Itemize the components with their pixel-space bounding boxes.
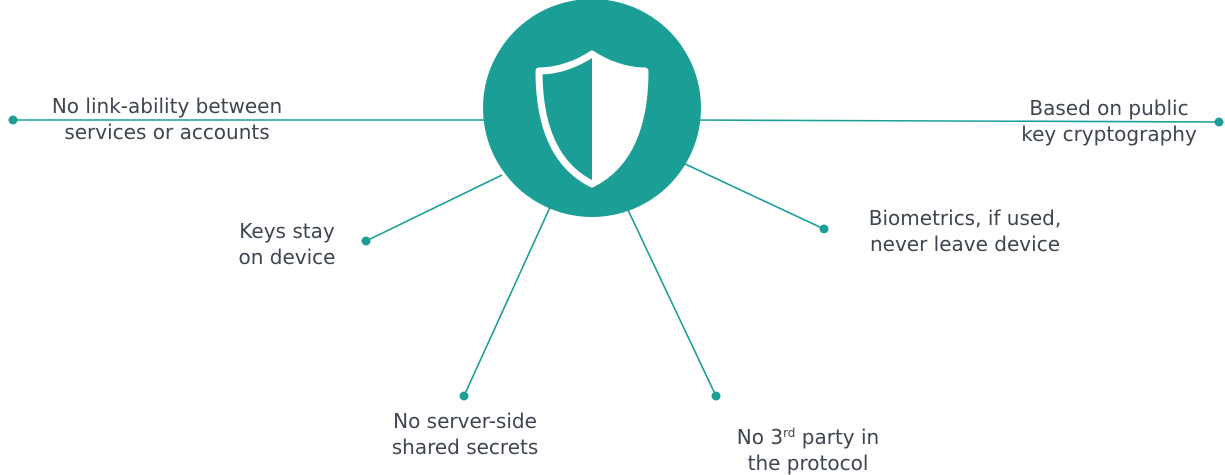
endpoint-dot-linkability xyxy=(8,115,18,125)
endpoint-dot-biometrics xyxy=(819,224,829,234)
connector-no-shared-secrets xyxy=(463,204,552,397)
connector-keys-on-device xyxy=(365,174,503,242)
label-no-third-party: No 3rd party in the protocol xyxy=(718,424,898,475)
label-no-third-party-line1: No 3rd party in xyxy=(718,424,898,450)
label-keys-on-device-line2: on device xyxy=(238,245,336,269)
label-biometrics-line1: Biometrics, if used, xyxy=(868,206,1062,230)
label-biometrics-line2: never leave device xyxy=(869,232,1060,256)
label-linkability-line2: services or accounts xyxy=(64,120,270,144)
label-no-shared-secrets: No server-side shared secrets xyxy=(370,408,560,460)
endpoint-dot-public-key xyxy=(1214,117,1224,127)
label-linkability-line1: No link-ability between xyxy=(51,94,283,118)
label-biometrics: Biometrics, if used, never leave device xyxy=(850,205,1080,257)
endpoint-dot-keys-on-device xyxy=(361,236,371,246)
label-no-third-party-line1-pre: No 3 xyxy=(736,425,784,449)
shield-icon xyxy=(535,50,649,188)
endpoint-dot-no-shared-secrets xyxy=(459,391,469,401)
label-linkability: No link-ability between services or acco… xyxy=(22,93,312,145)
label-public-key: Based on public key cryptography xyxy=(1000,95,1218,147)
label-no-third-party-line1-post: party in xyxy=(795,425,880,449)
connector-biometrics xyxy=(682,162,825,230)
label-public-key-line1: Based on public xyxy=(1029,96,1189,120)
connector-no-third-party xyxy=(627,209,717,397)
label-no-third-party-line1-sup: rd xyxy=(783,426,796,440)
label-keys-on-device: Keys stay on device xyxy=(222,218,352,270)
label-public-key-line2: key cryptography xyxy=(1021,122,1197,146)
label-no-shared-secrets-line2: shared secrets xyxy=(391,435,539,459)
label-no-shared-secrets-line1: No server-side xyxy=(393,409,537,433)
connector-public-key xyxy=(689,119,1219,123)
endpoint-dot-no-third-party xyxy=(711,391,721,401)
label-keys-on-device-line1: Keys stay xyxy=(239,219,335,243)
label-no-third-party-line2: the protocol xyxy=(747,451,869,475)
